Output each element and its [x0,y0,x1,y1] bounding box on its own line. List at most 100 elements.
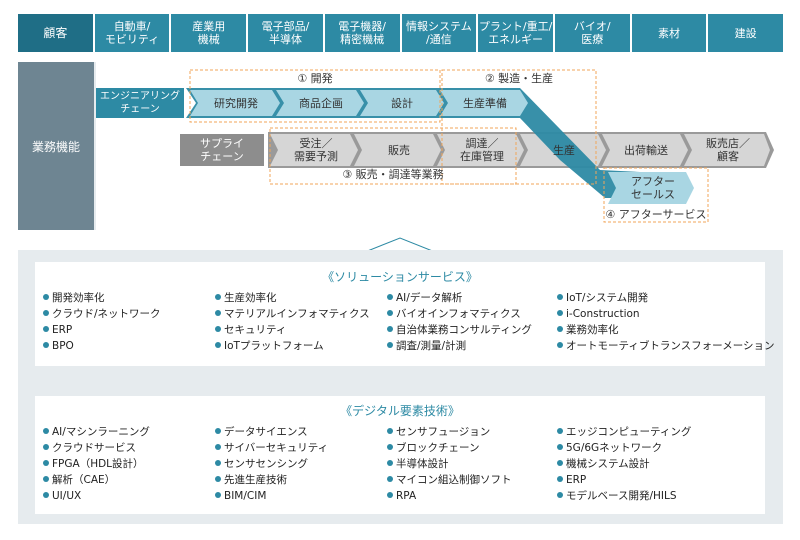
customer-item: 産業用 機械 [171,14,247,52]
bullet-icon [387,444,393,450]
supply-step-sales: 販売 [388,143,410,157]
bullet-icon [387,310,393,316]
bullet-icon [387,476,393,482]
group-box-sales [269,127,517,185]
bullet-icon [557,294,563,300]
bullet-icon [557,342,563,348]
bullet-icon [43,310,49,316]
customer-item: プラント/重工/ エネルギー [478,14,553,52]
bullet-icon [43,444,49,450]
solutions-panel: 《ソリューションサービス》 開発効率化 クラウド/ネットワーク ERP BPO … [35,262,775,366]
list-item: ブロックチェーン [387,440,512,456]
list-item: オートモーティブトランスフォーメーション [557,338,775,354]
tech-panel: 《デジタル要素技術》 AI/マシンラーニング クラウドサービス FPGA（HDL… [35,396,765,514]
tech-column: AI/マシンラーニング クラウドサービス FPGA（HDL設計） 解析（CAE）… [43,424,150,504]
list-item: 先進生産技術 [215,472,328,488]
list-item: BPO [43,338,161,354]
list-item: FPGA（HDL設計） [43,456,150,472]
customer-item: 自動車/ モビリティ [94,14,170,52]
bullet-icon [387,492,393,498]
bullet-icon [215,428,221,434]
engineering-step-shape [276,90,364,116]
group-label-development: ① 開発 [297,71,333,85]
list-item: センサセンシング [215,456,328,472]
supply-chain-label: サプライ チェーン [200,137,244,163]
solutions-column: IoT/システム開発 i-Construction 業務効率化 オートモーティブ… [557,290,775,354]
bullet-icon [215,294,221,300]
group-box-manufacturing [441,69,597,185]
supply-step-procurement: 調達／ 在庫管理 [460,137,504,163]
customer-header: 顧客 [18,14,93,52]
business-function-label: 業務機能 [18,62,94,230]
customer-item: 電子機器/ 精密機械 [324,14,400,52]
list-item: 機械システム設計 [557,456,691,472]
tech-column: センサフュージョン ブロックチェーン 半導体設計 マイコン組込制御ソフト RPA [387,424,512,504]
group-box-development [189,69,441,123]
supply-step-order: 受注／ 需要予測 [294,137,338,163]
bullet-icon [43,326,49,332]
list-item: バイオインフォマティクス [387,306,532,322]
engineering-step-design: 設計 [391,96,413,110]
supply-chain-box [180,134,264,166]
bullet-icon [215,460,221,466]
solutions-column: 生産効率化 マテリアルインフォマティクス セキュリティ IoTプラットフォーム [215,290,370,354]
customer-item: 情報システム /通信 [401,14,477,52]
solutions-title: 《ソリューションサービス》 [322,270,478,284]
list-item: データサイエンス [215,424,328,440]
group-label-sales: ③ 販売・調達等業務 [342,167,444,181]
after-sales-shape [608,172,694,204]
bullet-icon [557,492,563,498]
supply-step-shape [684,134,770,166]
tech-title: 《デジタル要素技術》 [340,404,460,418]
supply-step-shape [602,134,688,166]
customer-item: 素材 [631,14,707,52]
list-item: サイバーセキュリティ [215,440,328,456]
bullet-icon [43,476,49,482]
supply-step-production: 生産 [553,143,575,157]
bullet-icon [215,492,221,498]
bullet-icon [557,444,563,450]
list-item: AI/マシンラーニング [43,424,150,440]
bullet-icon [215,476,221,482]
list-item: エッジコンピューティング [557,424,691,440]
bullet-icon [43,492,49,498]
bullet-icon [387,428,393,434]
supply-step-shipping: 出荷輸送 [624,143,668,157]
bullet-icon [43,294,49,300]
engineering-step-research: 研究開発 [214,96,258,110]
bullet-icon [43,342,49,348]
list-item: モデルベース開発/HILS [557,488,691,504]
list-item: 5G/6Gネットワーク [557,440,691,456]
solutions-column: 開発効率化 クラウド/ネットワーク ERP BPO [43,290,161,354]
list-item: IoT/システム開発 [557,290,775,306]
engineering-step-shape [190,90,280,116]
group-box-after-service [603,167,709,223]
customer-bar: 顧客 自動車/ モビリティ 産業用 機械 電子部品/ 半導体 電子機器/ 精密機… [18,14,784,52]
list-item: BIM/CIM [215,488,328,504]
tech-column: データサイエンス サイバーセキュリティ センサセンシング 先進生産技術 BIM/… [215,424,328,504]
list-item: UI/UX [43,488,150,504]
list-item: RPA [387,488,512,504]
list-item: ERP [43,322,161,338]
supply-step-shape [354,134,441,166]
bullet-icon [215,326,221,332]
tech-column: エッジコンピューティング 5G/6Gネットワーク 機械システム設計 ERP モデ… [557,424,691,504]
engineering-step-planning: 商品企画 [299,96,343,110]
list-item: AI/データ解析 [387,290,532,306]
supply-step-shape [270,134,358,166]
bullet-icon [387,460,393,466]
bullet-icon [387,342,393,348]
list-item: マイコン組込制御ソフト [387,472,512,488]
list-item: マテリアルインフォマティクス [215,306,370,322]
bullet-icon [557,460,563,466]
bullet-icon [557,310,563,316]
bullet-icon [387,326,393,332]
engineering-step-prep: 生産準備 [463,96,507,110]
supply-step-customer: 販売店／ 顧客 [706,137,750,163]
bullet-icon [557,476,563,482]
bullet-icon [557,326,563,332]
list-item: 生産効率化 [215,290,370,306]
list-item: 開発効率化 [43,290,161,306]
engineering-step-shape [360,90,444,116]
